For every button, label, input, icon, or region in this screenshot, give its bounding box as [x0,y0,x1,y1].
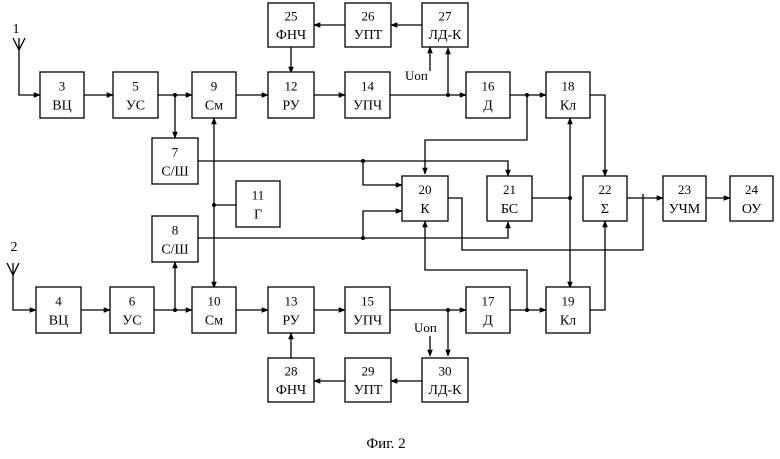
block-7-name: С/Ш [161,165,188,180]
block-20-name: К [420,202,430,217]
block-15-number: 15 [361,293,374,308]
block-8-name: С/Ш [161,243,188,258]
block-25-number: 25 [285,9,298,24]
block-28-number: 28 [285,364,298,379]
block-13-number: 13 [285,293,298,308]
block-5: 5УС [113,72,158,118]
block-7-number: 7 [172,144,179,159]
block-22-name: Σ [601,202,609,217]
block-10-number: 10 [208,293,221,308]
block-27-number: 27 [439,9,453,24]
block-9-number: 9 [211,78,218,93]
block-3-number: 3 [59,78,66,93]
antenna-2-label: 2 [11,240,18,255]
block-6: 6УС [110,287,154,333]
antenna-1-feed [13,38,40,95]
block-10: 10См [192,287,236,333]
block-13-name: РУ [282,314,299,329]
block-11-name: Г [254,208,262,223]
block-12-number: 12 [285,78,298,93]
block-3: 3ВЦ [40,72,84,118]
block-19-number: 19 [562,293,575,308]
block-25-name: ФНЧ [276,28,306,43]
block-5-name: УС [126,99,145,114]
block-24-number: 24 [745,182,759,197]
block-4-number: 4 [55,293,62,308]
block-4-name: ВЦ [49,314,68,329]
block-21-name: БС [501,202,518,217]
block-23-name: УЧМ [669,202,701,217]
block-24-name: ОУ [742,202,761,217]
block-25: 25ФНЧ [268,3,314,47]
block-29-number: 29 [362,364,375,379]
block-22-number: 22 [599,182,612,197]
block-16-name: Д [483,99,493,114]
block-11-number: 11 [252,187,265,202]
block-7: 7С/Ш [152,138,198,184]
block-29-name: УПТ [354,383,383,398]
block-17: 17Д [466,287,510,333]
block-14: 14УПЧ [345,72,390,118]
block-21-number: 21 [503,182,516,197]
block-16-number: 16 [482,78,496,93]
block-27-name: ЛД-К [428,28,462,43]
block-9: 9См [192,72,236,118]
block-28: 28ФНЧ [268,358,314,402]
block-18-number: 18 [562,78,575,93]
block-3-name: ВЦ [52,99,71,114]
block-11: 11Г [236,181,280,227]
block-15: 15УПЧ [345,287,390,333]
block-30-name: ЛД-К [428,383,462,398]
figure-caption: Фиг. 2 [366,436,405,452]
block-27: 27ЛД-К [422,3,468,47]
block-30-number: 30 [439,364,452,379]
block-28-name: ФНЧ [276,383,306,398]
reference-voltage-label-top: Uоп [405,68,428,83]
block-19: 19Кл [546,287,590,333]
block-24: 24ОУ [730,176,773,221]
antenna-2-feed [7,263,36,310]
block-12: 12РУ [268,72,314,118]
block-17-name: Д [483,314,493,329]
block-26-name: УПТ [354,28,383,43]
reference-voltage-label-bottom: Uоп [414,320,437,335]
block-9-name: См [205,99,223,114]
block-12-name: РУ [282,99,299,114]
block-5-number: 5 [132,78,139,93]
block-8: 8С/Ш [152,216,198,262]
block-21: 21БС [487,176,532,221]
block-20-number: 20 [419,182,432,197]
block-13: 13РУ [268,287,314,333]
block-29: 29УПТ [345,358,391,402]
block-19-name: Кл [560,314,576,329]
block-6-number: 6 [129,293,136,308]
block-20: 20К [402,176,448,221]
block-30: 30ЛД-К [422,358,468,402]
block-18-name: Кл [560,99,576,114]
block-10-name: См [205,314,223,329]
blocks: 3ВЦ5УС9См12РУ14УПЧ16Д18Кл25ФНЧ26УПТ27ЛД-… [36,3,773,402]
block-22: 22Σ [583,176,627,221]
block-23: 23УЧМ [663,176,706,221]
block-17-number: 17 [482,293,496,308]
block-23-number: 23 [678,182,691,197]
block-18: 18Кл [546,72,590,118]
block-8-number: 8 [172,222,179,237]
block-6-name: УС [122,314,141,329]
block-15-name: УПЧ [353,314,382,329]
block-4: 4ВЦ [36,287,81,333]
block-16: 16Д [466,72,510,118]
block-14-number: 14 [361,78,375,93]
block-14-name: УПЧ [353,99,382,114]
block-26-number: 26 [362,9,376,24]
block-26: 26УПТ [345,3,391,47]
antenna-1-label: 1 [13,22,20,37]
